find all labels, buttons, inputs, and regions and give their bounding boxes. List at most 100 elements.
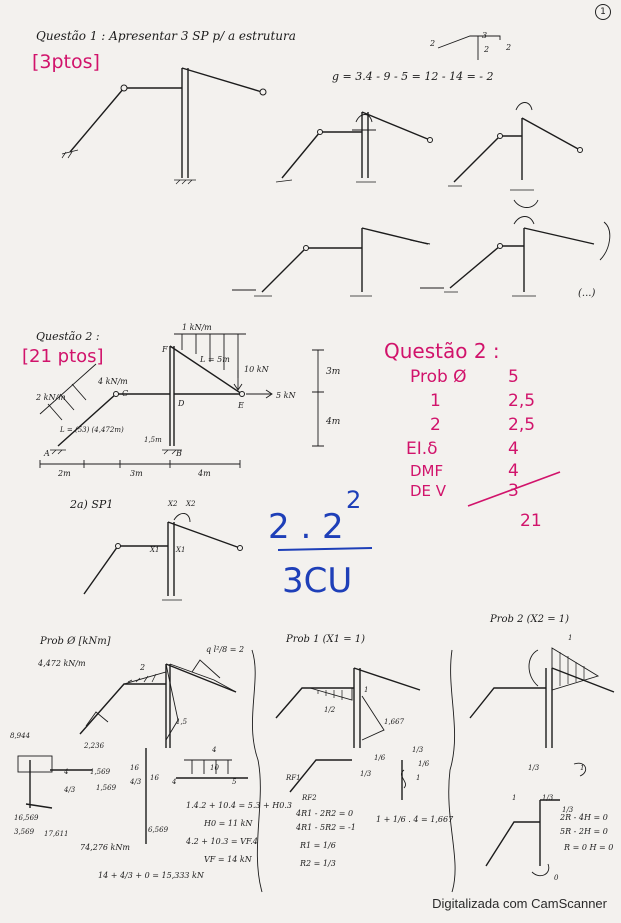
q2-title: Questão 2 : — [36, 330, 100, 343]
svg-text:1.4.2 + 10.4 = 5.3 + H0.3: 1.4.2 + 10.4 = 5.3 + H0.3 — [186, 801, 292, 810]
svg-text:4 kN/m: 4 kN/m — [97, 377, 128, 386]
svg-text:2R - 4H = 0: 2R - 4H = 0 — [559, 813, 608, 822]
svg-text:4: 4 — [508, 461, 519, 481]
svg-text:RF2: RF2 — [301, 794, 317, 802]
svg-text:16: 16 — [130, 764, 139, 772]
svg-text:1/3: 1/3 — [562, 806, 574, 814]
prob1-equations: 4R1 - 2R2 = 0 4R1 - 5R2 = -1 R1 = 1/6 R2… — [295, 809, 454, 868]
svg-text:X1: X1 — [149, 546, 159, 554]
svg-text:L = 5m: L = 5m — [199, 355, 230, 364]
svg-text:4R1 - 5R2 = -1: 4R1 - 5R2 = -1 — [295, 823, 356, 832]
prob1-free-body — [289, 759, 406, 800]
divider-right — [448, 649, 456, 893]
svg-text:5 kN: 5 kN — [276, 391, 296, 400]
svg-text:5: 5 — [232, 778, 237, 786]
q2a-label: 2a) SP1 — [69, 498, 113, 511]
prob0-free-bodies — [17, 748, 248, 844]
svg-text:1,569: 1,569 — [90, 768, 111, 776]
axis-sketch: 2 3 2 2 — [429, 31, 511, 60]
grading-list: Questão 2 : Prob Ø 5 1 2,5 2 2,5 EI.δ 4 … — [384, 339, 561, 531]
svg-text:2: 2 — [483, 45, 489, 54]
svg-text:R = 0 H = 0: R = 0 H = 0 — [563, 843, 613, 852]
prob0-labels: 4,472 kN/m q l²/8 = 2 2 2,236 1,5 8,944 … — [10, 645, 244, 880]
svg-text:2 kN/m: 2 kN/m — [35, 393, 66, 402]
svg-text:8,944: 8,944 — [10, 732, 30, 740]
svg-text:17,611: 17,611 — [44, 830, 69, 838]
svg-text:1: 1 — [364, 686, 368, 694]
svg-text:q l²/8 = 2: q l²/8 = 2 — [206, 645, 244, 654]
svg-text:0: 0 — [554, 874, 559, 882]
q2-points: [21 ptos] — [22, 346, 104, 367]
q1-sp-sketch-1 — [275, 111, 433, 183]
svg-text:3m: 3m — [326, 367, 340, 377]
svg-text:2 . 2: 2 . 2 — [268, 507, 344, 547]
svg-text:1/3: 1/3 — [412, 746, 424, 754]
svg-text:4: 4 — [63, 768, 68, 776]
q1-structure — [61, 67, 267, 185]
prob1-labels: 1/2 1 1,667 1/3 1/6 1/6 1/3 1 RF1 RF2 — [285, 686, 430, 802]
svg-text:4/3: 4/3 — [63, 786, 76, 794]
q1-ellipsis: (...) — [578, 288, 595, 299]
svg-text:1/6: 1/6 — [374, 754, 386, 762]
svg-text:H0 = 11 kN: H0 = 11 kN — [203, 819, 253, 828]
svg-text:4R1 - 2R2 = 0: 4R1 - 2R2 = 0 — [295, 809, 353, 818]
prob2-labels: 1 1 1/3 1/3 1/3 1 0 — [512, 634, 584, 882]
svg-text:4: 4 — [171, 778, 176, 786]
svg-text:B: B — [175, 449, 182, 458]
svg-text:3: 3 — [482, 31, 487, 40]
svg-text:EI.δ: EI.δ — [406, 439, 438, 459]
svg-text:1: 1 — [580, 764, 584, 772]
svg-text:14 + 4/3 + 0 = 15,333 kN: 14 + 4/3 + 0 = 15,333 kN — [98, 871, 205, 880]
svg-text:RF1: RF1 — [285, 774, 301, 782]
prob2-equations: 2R - 4H = 0 5R - 2H = 0 R = 0 H = 0 — [559, 813, 613, 852]
svg-text:3,569: 3,569 — [14, 828, 35, 836]
svg-text:DMF: DMF — [410, 462, 443, 480]
svg-text:3CU: 3CU — [282, 561, 352, 601]
svg-text:A: A — [43, 449, 50, 458]
prob2-free-body — [485, 762, 587, 877]
prob0-equations: 1.4.2 + 10.4 = 5.3 + H0.3 H0 = 11 kN 4.2… — [185, 801, 292, 864]
svg-text:2,236: 2,236 — [83, 742, 105, 750]
prob0-moment-diagram — [79, 659, 237, 748]
q1-sp-sketch-4 — [420, 216, 611, 297]
svg-text:1/6: 1/6 — [418, 760, 430, 768]
svg-text:2: 2 — [139, 663, 145, 672]
svg-text:4.2 + 10.3 = VF.4: 4.2 + 10.3 = VF.4 — [185, 837, 258, 846]
q1-sp-sketch-3 — [232, 227, 431, 297]
svg-text:5: 5 — [508, 367, 519, 387]
svg-text:C: C — [122, 389, 128, 398]
page-number: 1 — [595, 4, 611, 20]
divider-left — [251, 649, 263, 893]
svg-text:3: 3 — [508, 481, 519, 501]
svg-text:VF = 14 kN: VF = 14 kN — [204, 855, 253, 864]
svg-text:6,569: 6,569 — [148, 826, 169, 834]
grading-title: Questão 2 : — [384, 339, 500, 363]
grading-total: 21 — [520, 511, 542, 531]
svg-text:2,5: 2,5 — [508, 391, 535, 411]
q1-sp-sketch-2 — [448, 102, 583, 208]
svg-text:1: 1 — [430, 391, 441, 411]
svg-text:1 + 1/6 . 4 = 1,667: 1 + 1/6 . 4 = 1,667 — [376, 815, 454, 824]
svg-text:16,569: 16,569 — [14, 814, 39, 822]
svg-text:X2: X2 — [185, 500, 196, 508]
svg-text:1/3: 1/3 — [360, 770, 372, 778]
svg-text:1: 1 — [416, 774, 420, 782]
svg-text:1: 1 — [512, 794, 516, 802]
svg-text:2: 2 — [346, 486, 361, 514]
svg-text:2,5: 2,5 — [508, 415, 535, 435]
svg-text:2: 2 — [430, 415, 441, 435]
svg-text:4/3: 4/3 — [129, 778, 142, 786]
q1-points: [3ptos] — [32, 51, 100, 73]
svg-text:1/2: 1/2 — [324, 706, 336, 714]
q2-structure — [39, 333, 324, 468]
svg-text:10: 10 — [210, 764, 219, 772]
svg-text:4,472 kN/m: 4,472 kN/m — [37, 659, 86, 668]
svg-text:3m: 3m — [130, 469, 143, 478]
svg-text:L = (53) (4,472m): L = (53) (4,472m) — [59, 426, 124, 434]
svg-text:Prob Ø: Prob Ø — [410, 367, 467, 387]
svg-text:1,569: 1,569 — [96, 784, 117, 792]
svg-text:1: 1 — [568, 634, 572, 642]
q1-title: Questão 1 : Apresentar 3 SP p/ a estrutu… — [36, 29, 296, 43]
